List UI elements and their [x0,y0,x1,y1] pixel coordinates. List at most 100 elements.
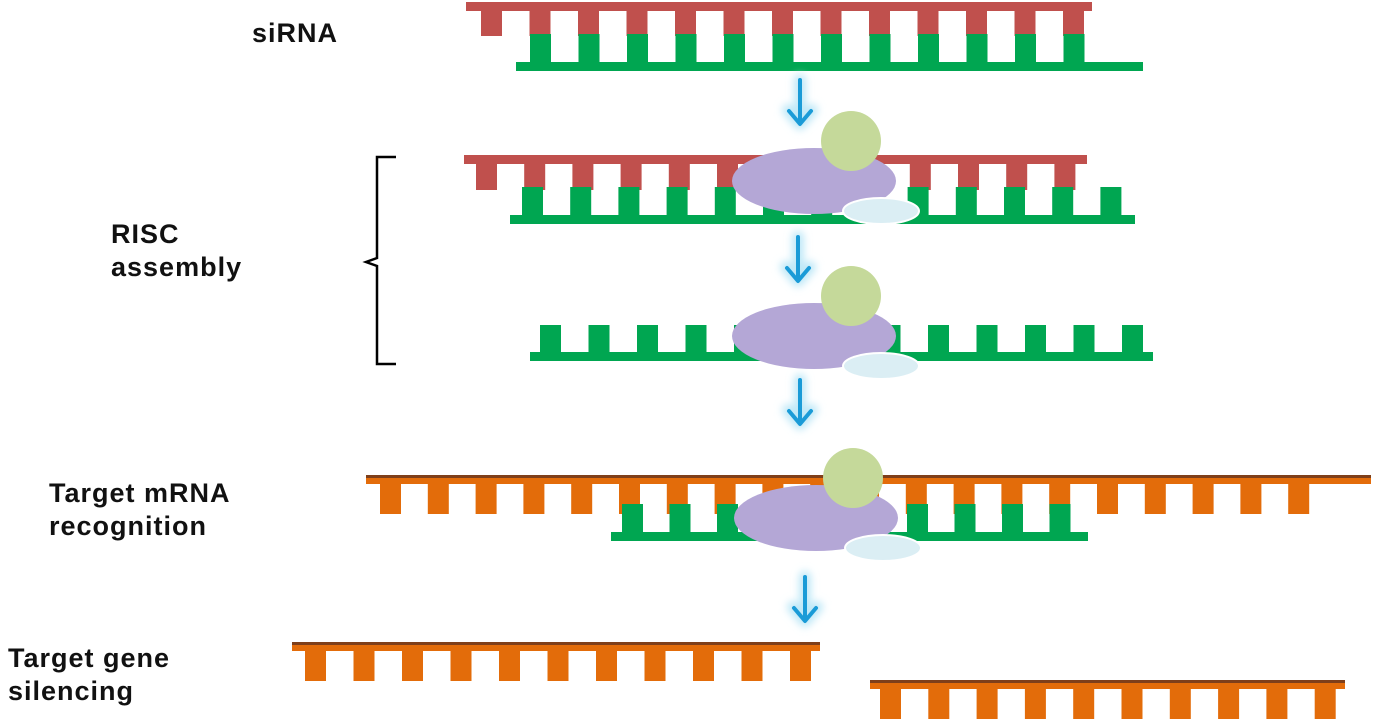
guide-strand-2-backbone [510,215,1135,224]
guide-strand-3-base [1025,325,1046,352]
guide-strand-2-base [666,187,688,215]
label-sirna: siRNA [252,18,338,48]
risc-complex-3-trbp [842,352,920,380]
label-silencing: silencing [8,676,134,706]
guide-strand-3-base [928,325,949,352]
sense-strand-2-base [524,164,546,190]
guide-strand-2-base [1100,187,1122,215]
guide-strand-4-base [622,504,643,532]
mrna-fragment-right-base [1169,689,1191,719]
label-risc: RISC [111,219,180,249]
label-target-gene: Target gene [8,643,170,673]
guide-strand-2-base [714,187,736,215]
mrna-fragment-left-base [353,651,375,681]
guide-strand-2-base [1004,187,1025,215]
mrna-fragment-right-line [870,680,1345,683]
mrna-fragment-left-backbone [292,642,820,651]
risc-complex-3-dicer-head [821,266,881,326]
guide-strand-1-backbone [516,62,1143,71]
guide-strand-4-base [907,504,928,532]
arrow-step-3 [782,374,818,430]
mrna-fragment-right-base [1314,689,1336,719]
guide-strand-3-base [976,325,998,352]
risc-bracket [362,155,396,366]
risc-complex-3 [732,266,920,380]
guide-strand-2-base [1052,187,1074,215]
guide-strand-4-base [669,504,691,532]
mrna-fragment-right [870,680,1345,719]
label-target-mrna: Target mRNA [49,478,231,508]
down-arrow-icon [787,378,813,426]
mrna-strand-4-base [1288,484,1310,514]
risc-complex-2-dicer-head [821,111,881,171]
sense-strand-1-base [1063,11,1084,36]
guide-strand-1-base [675,34,697,62]
mrna-strand-4-base [1144,484,1166,514]
guide-strand-2-base [618,187,640,215]
guide-strand-2-base [570,187,592,215]
sense-strand-1-base [675,11,696,36]
mrna-fragment-right-backbone [870,680,1345,689]
sense-strand-2-base [476,164,497,190]
guide-strand-4-base [717,504,738,532]
label-recognition: recognition [49,511,207,541]
guide-strand-1 [516,34,1143,71]
mrna-fragment-left-line [292,642,820,645]
guide-strand-3-base [685,325,707,352]
guide-strand-2-base [522,187,543,215]
guide-strand-4-base [954,504,976,532]
risc-complex-4 [734,448,922,562]
down-arrow-icon [792,575,818,623]
mrna-fragment-left-base [693,651,714,681]
mrna-fragment-right-base [928,689,950,719]
sense-strand-1-base [723,11,745,36]
sense-strand-1-base [481,11,502,36]
mrna-fragment-left-base [547,651,569,681]
mrna-fragment-left [292,642,820,681]
mrna-fragment-left-base [790,651,811,681]
label-assembly: assembly [111,252,242,282]
sense-strand-1-base [578,11,599,36]
guide-strand-1-base [627,34,648,62]
guide-strand-4-base [1049,504,1071,532]
risc-complex-layer [732,111,922,562]
down-arrow-icon [787,78,813,126]
down-arrow-icon [785,235,811,283]
mrna-fragment-left-base [741,651,763,681]
arrow-step-1 [782,74,818,130]
arrow-step-4 [787,571,823,627]
mrna-strand-4-base [475,484,497,514]
sense-strand-2-base [909,164,931,190]
guide-strand-1-base [724,34,745,62]
sense-strand-1-base [820,11,842,36]
sense-strand-2-base [1054,164,1076,190]
mrna-fragment-left-base [305,651,326,681]
guide-strand-1-base [530,34,551,62]
risc-complex-2 [732,111,920,225]
guide-strand-2-base [955,187,977,215]
guide-strand-3-base [588,325,610,352]
sense-strand-1-backbone [466,2,1092,11]
guide-strand-3-base [1122,325,1143,352]
guide-strand-4-base [1002,504,1023,532]
guide-strand-3-base [540,325,561,352]
sense-strand-1-base [626,11,648,36]
sense-strand-1-base [1014,11,1036,36]
mrna-fragment-left-base [402,651,423,681]
sense-strand-2-base [1006,164,1028,190]
mrna-strand-4-base [427,484,449,514]
guide-strand-1-base [1015,34,1036,62]
guide-strand-1-base [869,34,891,62]
mrna-fragment-right-base [1073,689,1095,719]
sense-strand-1-base [966,11,987,36]
guide-strand-3-base [1073,325,1095,352]
sense-strand-1-base [772,11,793,36]
mrna-fragment-right-base [1024,689,1046,719]
mrna-fragment-right-base [880,689,901,719]
sense-strand-2-base [620,164,642,190]
guide-strand-1-base [772,34,794,62]
sense-strand-2-base [958,164,979,190]
sense-strand-1-base [869,11,890,36]
mrna-fragment-right-base [1218,689,1240,719]
guide-strand-3-base [637,325,658,352]
